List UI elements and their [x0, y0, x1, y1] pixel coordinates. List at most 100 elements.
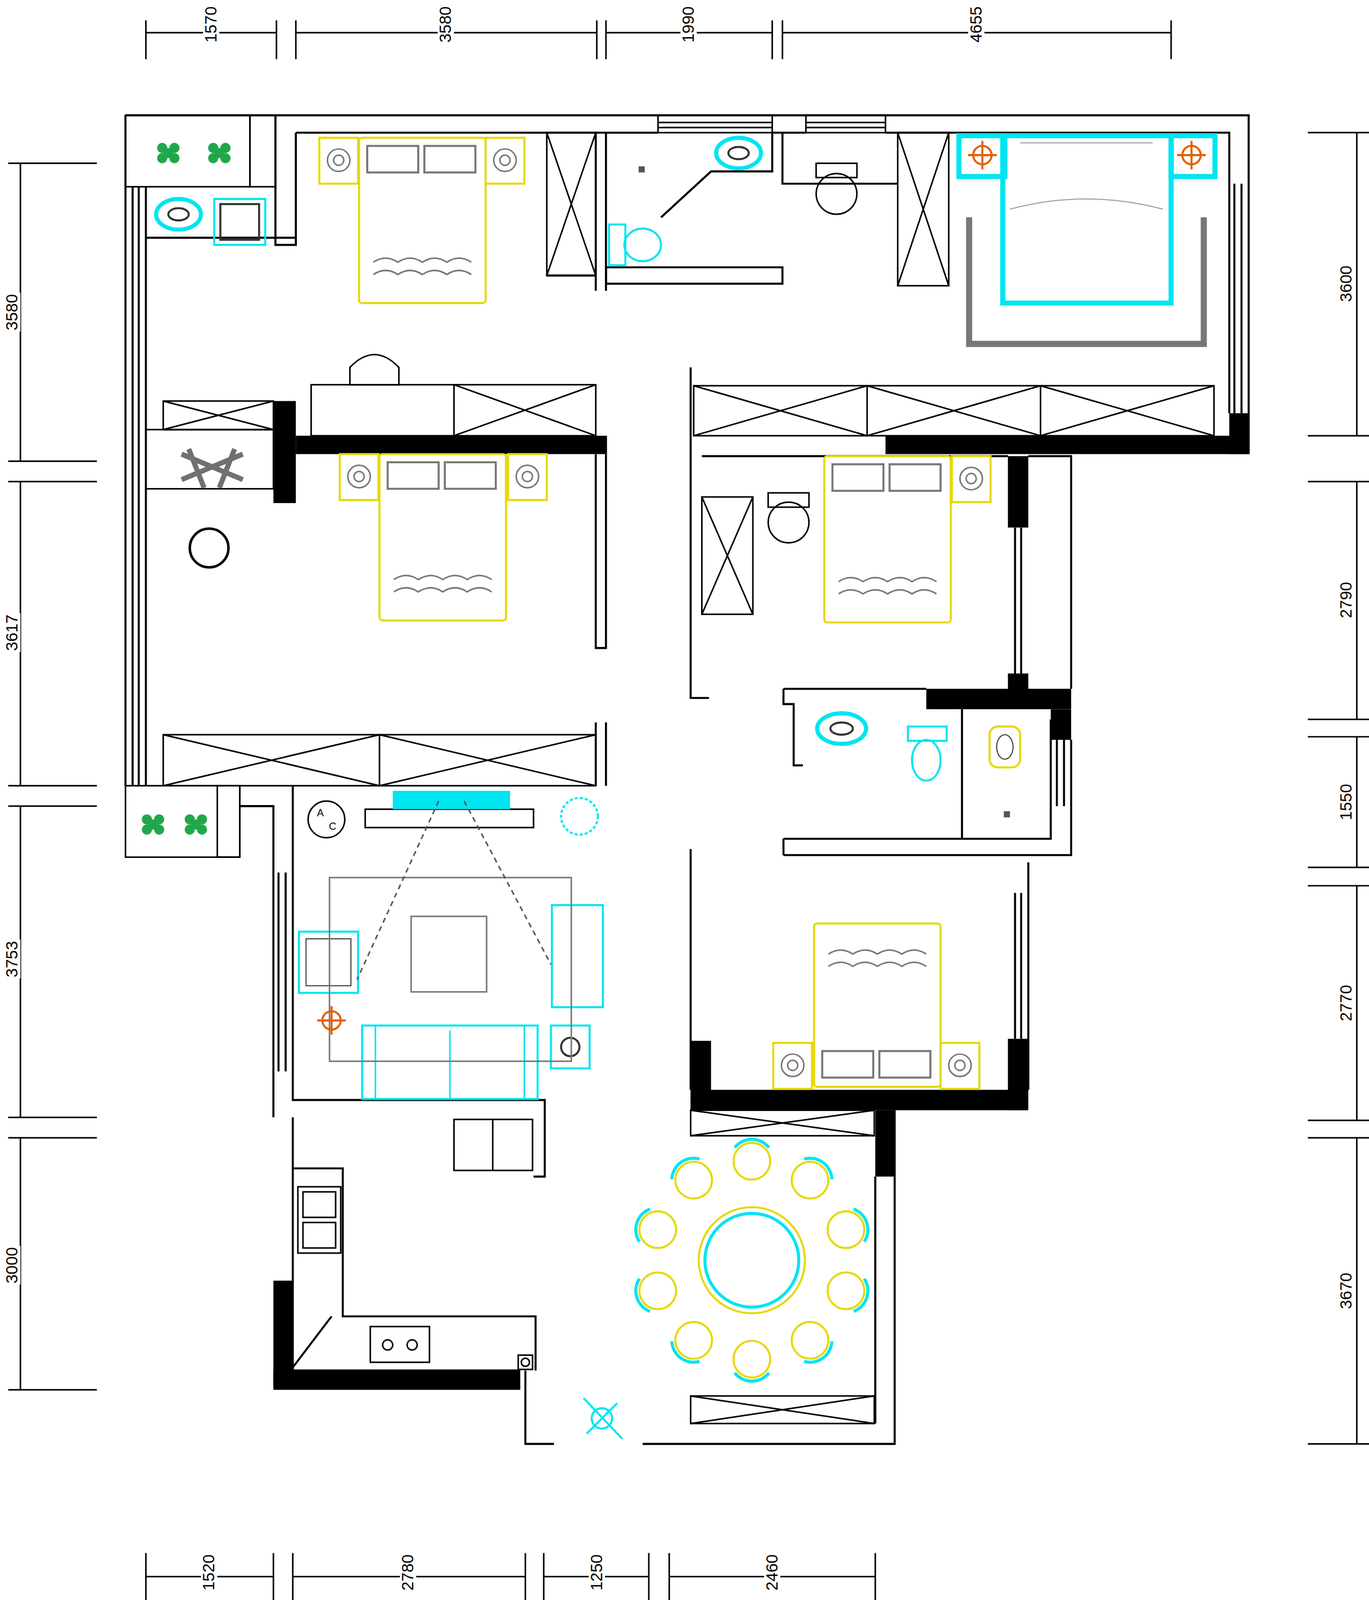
plant	[196, 824, 207, 835]
master-bed	[959, 135, 1006, 177]
toilet-gray	[816, 173, 858, 215]
fixture-cyan	[716, 137, 762, 169]
solid-wall	[690, 1090, 1028, 1111]
lamp	[317, 1006, 346, 1036]
solid-wall	[273, 400, 296, 504]
plant	[154, 824, 165, 835]
dining-set	[733, 1371, 771, 1383]
fixture-cyan	[561, 797, 598, 835]
bed	[889, 464, 941, 491]
cabinet	[349, 354, 399, 386]
cabinet	[491, 1119, 494, 1171]
lamp	[317, 140, 1206, 1035]
lamp	[1177, 140, 1206, 170]
dimension-label: 1990	[680, 5, 697, 44]
wall-line	[875, 1176, 895, 1424]
master-bed	[1002, 135, 1172, 304]
nightstand	[940, 1042, 980, 1090]
dining-set	[791, 1321, 829, 1359]
dining-set	[852, 1207, 870, 1243]
wall-line	[606, 267, 783, 284]
cabinet	[547, 132, 596, 276]
dining-set	[803, 1341, 834, 1364]
cabinet	[693, 385, 1214, 436]
nightstand	[965, 473, 977, 484]
cabinet	[163, 400, 274, 430]
bed	[393, 587, 492, 592]
cabinet	[382, 1339, 393, 1350]
fixture-cyan	[375, 1025, 525, 1100]
nightstand	[493, 148, 517, 172]
cabinet	[365, 809, 534, 828]
lamp	[968, 140, 997, 170]
bed	[393, 575, 492, 580]
dining-set	[670, 1341, 700, 1364]
nightstand	[348, 465, 371, 489]
dining-set	[698, 1207, 806, 1314]
solid-wall	[273, 400, 1249, 1390]
plant	[141, 824, 152, 835]
dining-set	[675, 1162, 712, 1199]
dimension-label: 1570	[202, 5, 220, 44]
drain	[1003, 811, 1010, 818]
plant	[154, 814, 165, 825]
squat-toilet	[989, 726, 1020, 768]
rug	[329, 801, 572, 1062]
dining-set	[852, 1277, 870, 1313]
wall-line	[525, 1370, 895, 1445]
nightstand	[319, 137, 991, 1090]
solid-wall	[295, 435, 607, 455]
cabinet	[518, 1354, 533, 1369]
cabinet	[303, 1191, 336, 1218]
wall-line	[275, 115, 296, 246]
fixture-cyan	[156, 199, 202, 230]
nightstand	[516, 465, 539, 489]
cabinet	[303, 1222, 336, 1248]
cabinet	[693, 385, 1214, 436]
wall-line	[125, 115, 1249, 1444]
wall-line	[595, 454, 607, 649]
fixture-cyan	[362, 1025, 538, 1100]
solid-wall	[1008, 455, 1029, 528]
dining-set	[634, 1137, 870, 1384]
fixture-cyan	[624, 228, 661, 262]
bed	[444, 462, 496, 489]
solid-wall	[273, 1369, 521, 1390]
cabinet	[897, 132, 950, 286]
nightstand	[333, 155, 344, 166]
nightstand	[787, 1060, 798, 1071]
fixture-cyan	[608, 224, 626, 266]
tv	[392, 791, 511, 810]
fixture-cyan	[220, 204, 260, 241]
dining-set	[670, 1156, 700, 1179]
plant	[184, 824, 195, 835]
dining-set	[639, 1211, 676, 1249]
plant	[169, 152, 180, 164]
fixture-cyan	[305, 938, 351, 986]
plant	[220, 142, 231, 153]
window	[657, 115, 886, 133]
nightstand	[959, 467, 983, 490]
dining-set	[634, 1207, 651, 1243]
wall-line	[295, 132, 1230, 414]
wall-line	[690, 838, 1029, 1091]
bed	[838, 589, 937, 594]
cabinet	[453, 384, 596, 436]
dining-set	[733, 1340, 771, 1378]
nightstand	[954, 1060, 965, 1071]
dimension-label: 2460	[764, 1553, 781, 1592]
dining-set	[733, 1142, 771, 1180]
fixture-cyan	[911, 739, 941, 781]
person	[583, 1398, 623, 1440]
nightstand	[508, 454, 548, 501]
dining-set	[705, 1213, 799, 1308]
cabinet	[701, 497, 753, 615]
dimension-line	[8, 163, 98, 1390]
cabinet	[690, 1110, 875, 1136]
dimension-label: 1550	[1338, 783, 1355, 822]
cabinet	[163, 734, 596, 786]
dimension-line	[8, 20, 1369, 1600]
toilet-gray	[767, 493, 810, 508]
cabinet	[125, 115, 250, 187]
